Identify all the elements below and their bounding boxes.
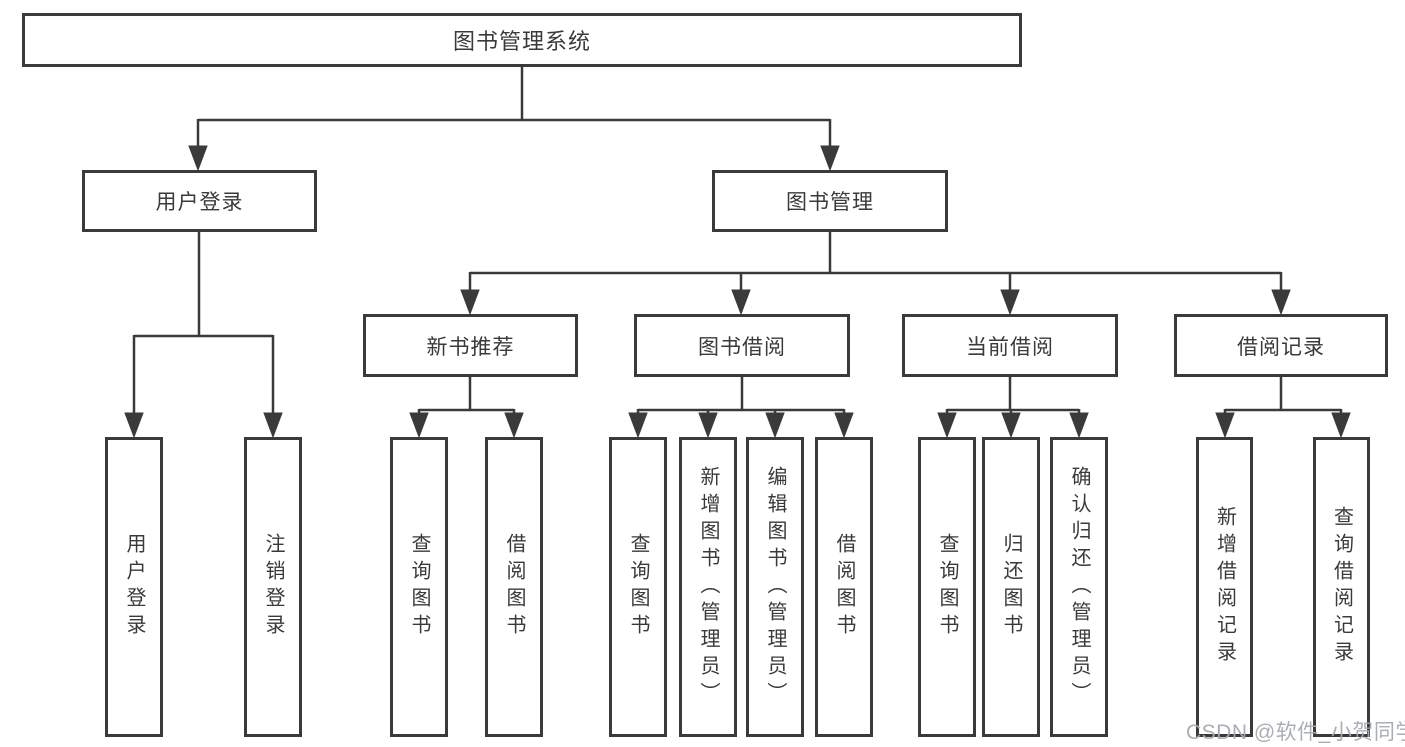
node-label: 新增借阅记录: [1213, 506, 1236, 668]
node-label: 确认归还（管理员）: [1068, 465, 1090, 709]
leaf-user-login: 用户登录: [105, 437, 163, 737]
arrowheads: [124, 145, 1351, 439]
leaf-add-books-admin: 新增图书（管理员）: [679, 437, 737, 737]
node-user-login: 用户登录: [82, 170, 317, 232]
node-label: 查询图书: [408, 533, 430, 641]
leaf-add-borrow-record: 新增借阅记录: [1196, 437, 1253, 737]
node-book-borrowing: 图书借阅: [634, 314, 850, 377]
node-current-borrowing: 当前借阅: [902, 314, 1118, 377]
leaf-return-books: 归还图书: [982, 437, 1040, 737]
node-label: 归还图书: [1000, 533, 1022, 641]
node-label: 注销登录: [262, 533, 284, 641]
leaf-confirm-return-admin: 确认归还（管理员）: [1050, 437, 1108, 737]
node-library-management-system: 图书管理系统: [22, 13, 1022, 67]
node-label: 新书推荐: [426, 335, 515, 359]
node-label: 用户登录: [123, 533, 145, 641]
node-label: 借阅记录: [1237, 335, 1325, 359]
node-borrowing-records: 借阅记录: [1174, 314, 1388, 377]
leaf-logout: 注销登录: [244, 437, 302, 737]
node-label: 查询图书: [936, 533, 958, 641]
leaf-query-books-borrowing: 查询图书: [609, 437, 667, 737]
node-label: 当前借阅: [966, 335, 1054, 359]
leaf-query-books-recommend: 查询图书: [390, 437, 448, 737]
node-label: 新增图书（管理员）: [697, 465, 719, 709]
node-label: 借阅图书: [833, 533, 855, 641]
node-label: 图书借阅: [698, 335, 786, 359]
node-new-book-recommend: 新书推荐: [363, 314, 578, 377]
leaf-query-borrow-record: 查询借阅记录: [1313, 437, 1370, 737]
leaf-edit-books-admin: 编辑图书（管理员）: [746, 437, 804, 737]
leaf-borrow-books: 借阅图书: [815, 437, 873, 737]
node-label: 查询借阅记录: [1330, 506, 1353, 668]
node-label: 用户登录: [155, 191, 244, 214]
csdn-watermark: CSDN @软件_小贺同学: [1186, 721, 1405, 744]
node-label: 图书管理: [786, 191, 874, 214]
leaf-borrow-books-recommend: 借阅图书: [485, 437, 543, 737]
leaf-query-books-current: 查询图书: [918, 437, 976, 737]
node-label: 编辑图书（管理员）: [764, 465, 786, 709]
node-label: 借阅图书: [503, 533, 525, 641]
node-book-management: 图书管理: [712, 170, 948, 232]
node-label: 图书管理系统: [452, 29, 591, 54]
node-label: 查询图书: [627, 533, 649, 641]
